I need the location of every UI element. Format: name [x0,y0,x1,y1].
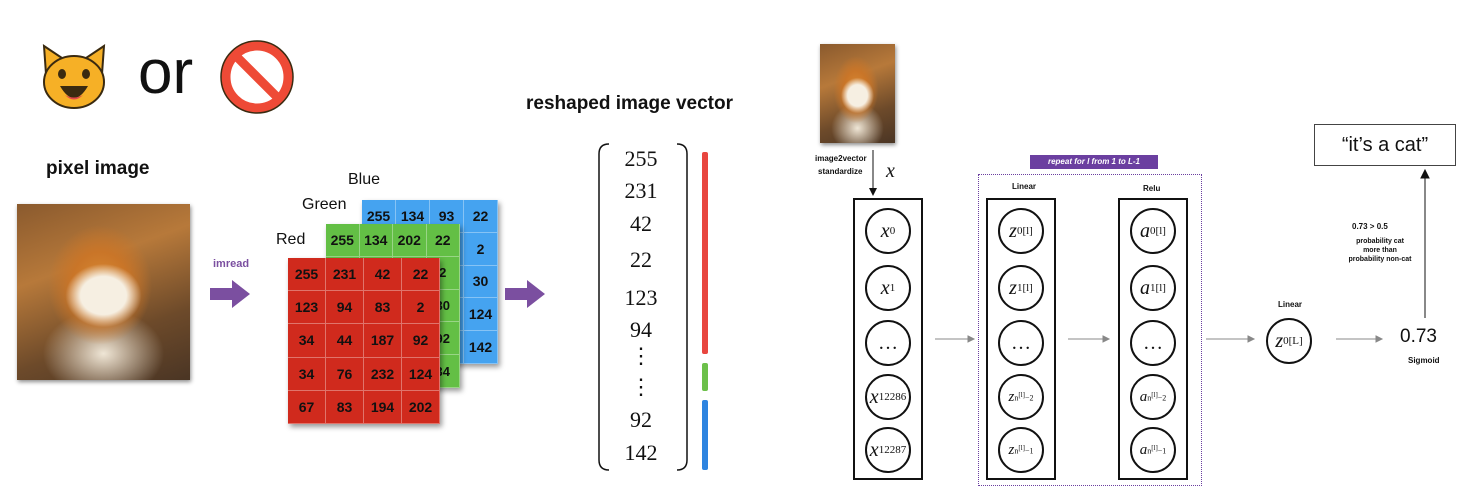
vector-value: ⋮ [630,374,652,399]
blue-segment-bar [702,400,708,470]
grid-cell: 255 [288,258,326,292]
node-x-dots: … [865,320,911,366]
green-channel-label: Green [302,196,347,213]
grid-cell: 134 [359,224,393,257]
blue-channel-label: Blue [348,171,381,188]
vector-value: 42 [630,211,652,236]
repeat-label: repeat for l from 1 to L-1 [1030,155,1158,169]
vector-value: ⋮ [630,343,652,368]
vector-value: 231 [624,178,658,203]
grid-cell: 255 [326,224,360,257]
vector-value: 92 [630,407,652,432]
vector-value: 123 [624,285,658,310]
relu-label: Relu [1143,184,1161,193]
grid-cell: 30 [464,265,498,299]
prob-line-3: probability non-cat [1348,256,1412,263]
pixel-image-label: pixel image [46,158,150,179]
grid-cell: 34 [288,324,326,358]
grid-cell: 231 [326,258,364,292]
x-label: x [886,160,895,182]
cat-photo-small [820,44,895,143]
prob-line-1: probability cat [1356,238,1404,245]
grid-cell: 44 [326,324,364,358]
imread-arrow-icon [210,280,250,313]
grid-cell: 22 [402,258,440,292]
reshaped-vector-label: reshaped image vector [526,93,733,114]
threshold-label: 0.73 > 0.5 [1352,222,1388,231]
node-z-dots: … [998,320,1044,366]
result-text: “it’s a cat” [1341,133,1429,156]
grid-cell: 83 [326,390,364,424]
output-value: 0.73 [1400,326,1437,347]
linear-label: Linear [1012,182,1037,191]
green-segment-bar [702,363,708,391]
cat-face-icon [38,40,110,112]
grid-cell: 124 [464,298,498,332]
grid-cell: 67 [288,390,326,424]
grid-cell: 34 [288,357,326,391]
output-linear-label: Linear [1278,300,1303,309]
red-segment-bar [702,152,708,354]
reshape-arrow-icon [505,280,545,313]
node-a-dots: … [1130,320,1176,366]
grid-cell: 2 [464,232,498,266]
grid-cell: 22 [426,224,460,257]
or-text: or [138,38,194,107]
input-arrow [869,150,877,196]
grid-cell: 202 [393,224,427,257]
grid-cell: 142 [464,331,498,364]
grid-cell: 76 [326,357,364,391]
grid-cell: 2 [426,256,460,290]
grid-cell: 92 [402,324,440,358]
red-channel-label: Red [276,231,306,248]
grid-cell: 22 [464,200,498,233]
vector-value: 94 [630,317,652,342]
grid-cell: 194 [364,390,402,424]
vector-value: 142 [624,440,658,465]
grid-cell: 202 [402,390,440,424]
grid-cell: 94 [326,291,364,325]
grid-cell: 123 [288,291,326,325]
repeat-block [978,174,1202,486]
standardize-label: standardize [818,167,863,176]
result-box: “it’s a cat” [1314,124,1456,166]
vector-value: 22 [630,247,652,272]
vector-value: 255 [624,146,658,171]
vector-bracket [597,142,689,477]
grid-cell: 42 [364,258,402,292]
prohibited-icon [220,40,294,114]
sigmoid-label: Sigmoid [1408,356,1440,365]
prob-line-2: more than [1363,247,1397,254]
imread-label: imread [213,258,250,270]
grid-cell: 187 [364,324,402,358]
image2vector-label: image2vector [815,154,867,163]
grid-cell: 2 [402,291,440,325]
cat-photo [17,204,190,380]
grid-cell: 232 [364,357,402,391]
grid-cell: 83 [364,291,402,325]
grid-cell: 124 [402,357,440,391]
